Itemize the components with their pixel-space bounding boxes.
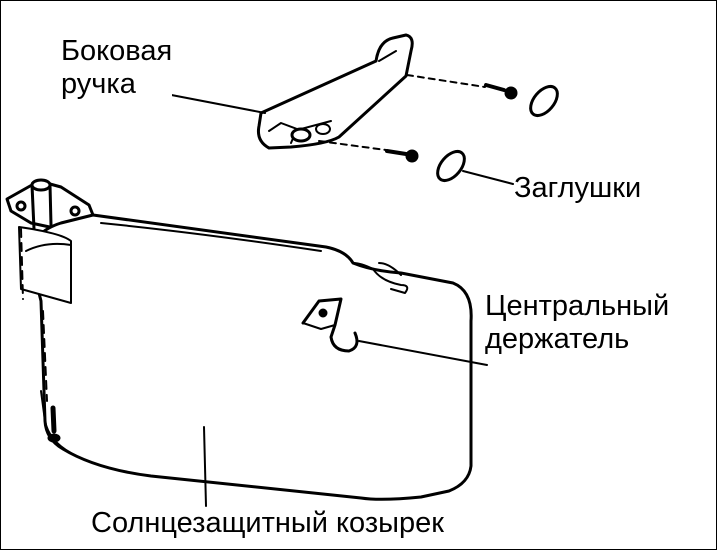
label-central-holder-line2: держатель	[485, 323, 630, 355]
label-central-holder: Центральный держатель	[485, 290, 670, 356]
central-holder-part	[301, 297, 488, 366]
label-central-holder-line1: Центральный	[485, 290, 670, 322]
assembly-axis-lines	[20, 228, 48, 402]
visor-screw	[47, 405, 61, 443]
label-side-handle-line1: Боковая	[61, 35, 173, 67]
handle-screws	[318, 74, 518, 163]
plugs-part	[436, 84, 559, 185]
label-sun-visor: Солнцезащитный козырек	[91, 507, 444, 540]
label-side-handle-line2: ручка	[61, 68, 136, 100]
hinge-bracket	[5, 178, 95, 231]
label-side-handle: Боковая ручка	[61, 35, 173, 101]
side-handle-part	[257, 33, 414, 150]
leader-lines	[160, 92, 266, 507]
sun-visor-part	[18, 213, 473, 501]
label-plugs: Заглушки	[514, 172, 642, 205]
